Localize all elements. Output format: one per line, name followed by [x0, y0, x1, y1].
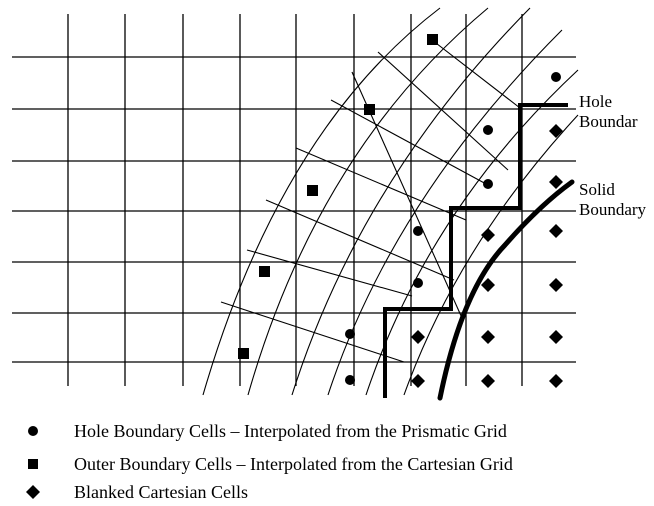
circle-marker [413, 226, 423, 236]
circle-marker [551, 72, 561, 82]
outer-boundary-cells [238, 34, 438, 359]
circle-marker [345, 329, 355, 339]
legend-text: Outer Boundary Cells – Interpolated from… [74, 454, 513, 474]
solid-boundary-label: Solid Boundary [579, 180, 647, 219]
diamond-marker [549, 330, 563, 344]
cartesian-grid [12, 14, 576, 386]
diamond-marker [549, 374, 563, 388]
diamond-marker [481, 228, 495, 242]
legend-text: Blanked Cartesian Cells [74, 482, 248, 502]
legend-item-hole-boundary: Hole Boundary Cells – Interpolated from … [22, 418, 642, 444]
legend-item-blanked-cells: Blanked Cartesian Cells [22, 479, 642, 505]
legend-item-outer-boundary: Outer Boundary Cells – Interpolated from… [22, 451, 642, 477]
diamond-marker [549, 224, 563, 238]
circle-marker [413, 278, 423, 288]
square-marker [427, 34, 438, 45]
circle-marker [345, 375, 355, 385]
legend-text: Hole Boundary Cells – Interpolated from … [74, 421, 507, 441]
diamond-marker [549, 175, 563, 189]
diamond-marker [481, 330, 495, 344]
hole-boundary-cells [345, 72, 561, 385]
diamond-marker [411, 330, 425, 344]
square-icon [28, 459, 38, 469]
diamond-icon [26, 485, 40, 499]
circle-marker [483, 179, 493, 189]
circle-icon [28, 426, 38, 436]
square-marker [259, 266, 270, 277]
diamond-marker [411, 374, 425, 388]
square-marker [364, 104, 375, 115]
diamond-marker [549, 278, 563, 292]
hole-boundary-line [383, 103, 568, 398]
diamond-marker [481, 374, 495, 388]
circle-marker [483, 125, 493, 135]
square-marker [238, 348, 249, 359]
diamond-marker [481, 278, 495, 292]
diamond-marker [549, 124, 563, 138]
solid-boundary-line [437, 179, 575, 401]
square-marker [307, 185, 318, 196]
blanked-cartesian-cells [411, 124, 563, 388]
hole-boundary-label: Hole Boundar [579, 92, 638, 131]
